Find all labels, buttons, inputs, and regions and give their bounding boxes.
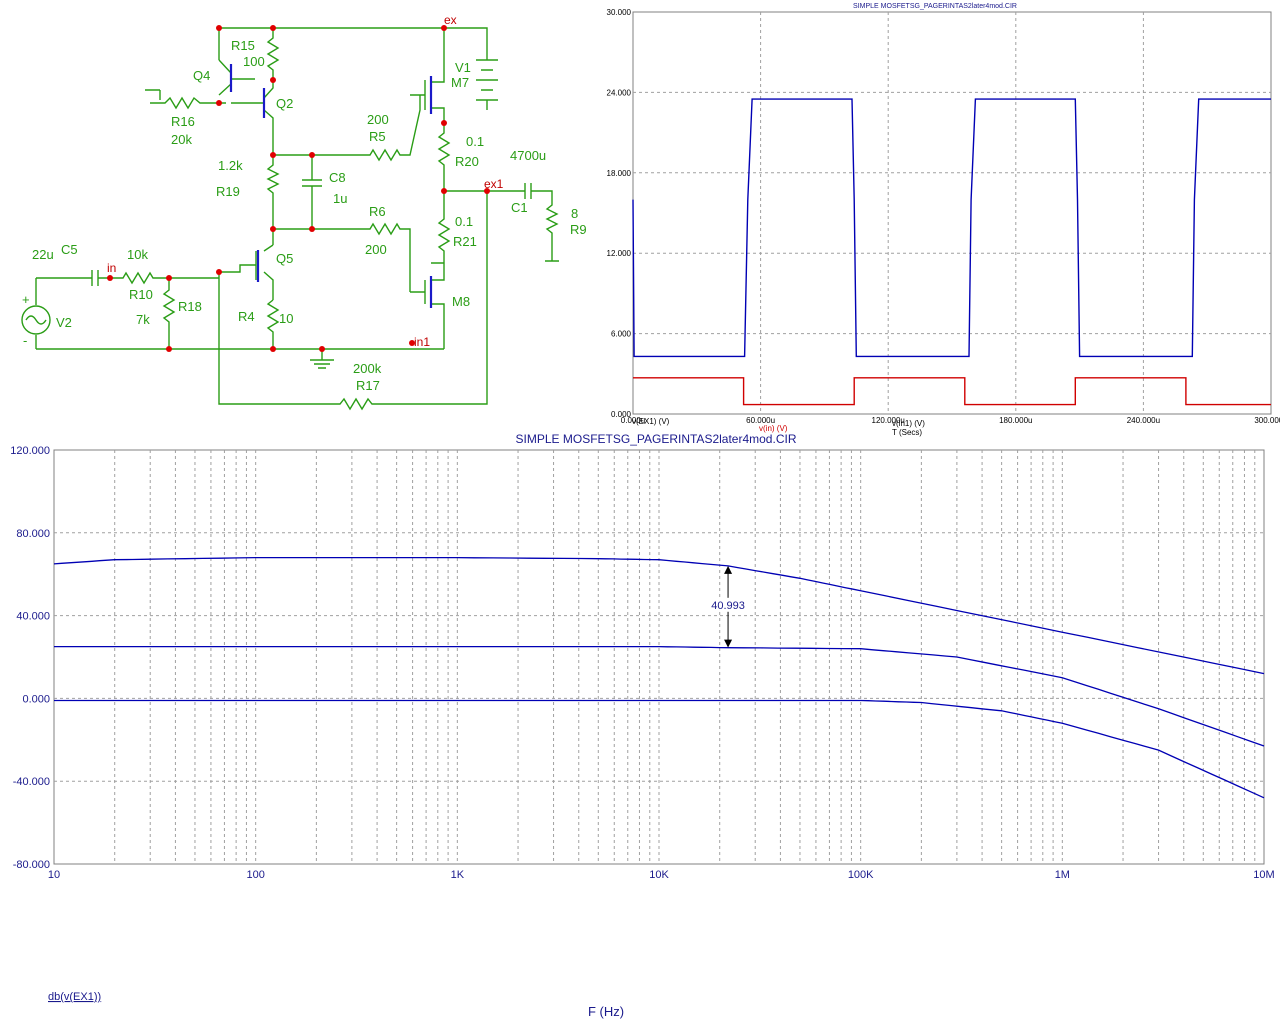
- legend-v-ex1: v(EX1) (V): [632, 417, 670, 426]
- marker-arrow-bottom: [724, 639, 733, 648]
- transient-plot: SIMPLE MOSFETSG_PAGERINTAS2later4mod.CIR…: [607, 3, 1280, 437]
- label-r19: R19: [216, 184, 240, 199]
- label-v2: V2: [56, 315, 72, 330]
- label-r5-value: 200: [367, 112, 389, 127]
- node-in: in: [107, 261, 116, 275]
- bode-x-tick: 10: [48, 869, 60, 881]
- label-v1: V1: [455, 60, 471, 75]
- wires: [21, 27, 559, 411]
- trace-unity-gain: [54, 699, 1265, 799]
- transient-x-tick: 240.000u: [1127, 416, 1160, 425]
- transient-y-tick: 6.000: [611, 330, 632, 339]
- label-q2: Q2: [276, 96, 293, 111]
- label-m7: M7: [451, 75, 469, 90]
- label-r9-value: 8: [571, 206, 578, 221]
- node-in1: in1: [414, 335, 430, 349]
- label-r6: R6: [369, 204, 386, 219]
- label-c8-value: 1u: [333, 191, 347, 206]
- label-r6-value: 200: [365, 242, 387, 257]
- junction-dots: [107, 25, 490, 352]
- bode-y-tick: -40.000: [13, 776, 50, 788]
- bode-y-tick: -80.000: [13, 859, 50, 871]
- trace-open-loop-gain: [53, 556, 1265, 675]
- bode-traces: [53, 556, 1265, 799]
- label-r5: R5: [369, 129, 386, 144]
- label-r16: R16: [171, 114, 195, 129]
- label-r4-value: 10: [279, 311, 293, 326]
- bode-x-tick: 100: [246, 869, 264, 881]
- label-c1: C1: [511, 200, 528, 215]
- transient-y-tick: 0.000: [611, 410, 632, 419]
- label-r15-value: 100: [243, 54, 265, 69]
- legend-v-in1: v(in1) (V): [892, 419, 925, 428]
- label-v2-plus: +: [22, 292, 30, 307]
- bode-tick-labels: 120.00080.00040.0000.000-40.000-80.00010…: [10, 445, 1274, 881]
- trace-closed-loop-gain: [54, 645, 1265, 747]
- trace-v-ex1: [632, 98, 1271, 358]
- gain-marker: 40.993: [710, 565, 747, 648]
- label-r20: R20: [455, 154, 479, 169]
- label-c1-value: 4700u: [510, 148, 546, 163]
- bode-x-label: F (Hz): [588, 1004, 624, 1019]
- marker-label-bg: [710, 597, 747, 612]
- label-r18-value: 7k: [136, 312, 150, 327]
- label-r10: R10: [129, 287, 153, 302]
- bode-grid: [53, 449, 1265, 865]
- label-r10-value: 10k: [127, 247, 148, 262]
- bode-x-tick: 100K: [848, 869, 874, 881]
- label-c8: C8: [329, 170, 346, 185]
- label-q4: Q4: [193, 68, 210, 83]
- label-c5-value: 22u: [32, 247, 54, 262]
- label-r15: R15: [231, 38, 255, 53]
- bode-y-tick: 40.000: [16, 611, 50, 623]
- label-r20-value: 0.1: [466, 134, 484, 149]
- bode-y-tick: 0.000: [22, 693, 50, 705]
- transient-frame: [632, 11, 1272, 415]
- bode-x-tick: 10K: [649, 869, 669, 881]
- label-r19-value: 1.2k: [218, 158, 243, 173]
- label-r17-value: 200k: [353, 361, 382, 376]
- device-symbols: [229, 64, 433, 308]
- transient-x-label: T (Secs): [892, 428, 922, 437]
- label-v2-minus: -: [23, 333, 27, 348]
- transient-grid: [632, 11, 1272, 415]
- transient-tick-labels: 30.000 24.000 18.000 12.000 6.000 0.0000.000u…: [607, 8, 1280, 425]
- marker-arrow-top: [724, 565, 733, 574]
- bode-y-tick: 120.000: [10, 445, 50, 457]
- bode-title: SIMPLE MOSFETSG_PAGERINTAS2later4mod.CIR: [516, 432, 797, 446]
- label-r18: R18: [178, 299, 202, 314]
- transient-x-tick: 0.000u: [621, 416, 645, 425]
- label-r17: R17: [356, 378, 380, 393]
- bode-x-tick: 10M: [1253, 869, 1274, 881]
- transient-y-tick: 12.000: [607, 249, 632, 258]
- transient-x-tick: 120.000u: [872, 416, 905, 425]
- transient-traces: [632, 98, 1271, 406]
- label-c5: C5: [61, 242, 78, 257]
- transient-x-tick: 60.000u: [746, 416, 775, 425]
- label-r4: R4: [238, 309, 255, 324]
- bode-x-tick: 1K: [451, 869, 465, 881]
- transient-y-tick: 30.000: [607, 8, 632, 17]
- marker-label: 40.993: [711, 600, 745, 612]
- node-ex: ex: [444, 13, 457, 27]
- label-r21: R21: [453, 234, 477, 249]
- label-r21-value: 0.1: [455, 214, 473, 229]
- transient-x-tick: 300.000u: [1254, 416, 1280, 425]
- label-m8: M8: [452, 294, 470, 309]
- bode-plot: SIMPLE MOSFETSG_PAGERINTAS2later4mod.CIR…: [10, 432, 1274, 1019]
- trace-v-in: [633, 377, 1271, 406]
- transient-x-tick: 180.000u: [999, 416, 1032, 425]
- label-r9: R9: [570, 222, 587, 237]
- transient-title: SIMPLE MOSFETSG_PAGERINTAS2later4mod.CIR: [853, 3, 1017, 10]
- transient-y-tick: 24.000: [607, 88, 632, 97]
- bode-x-tick: 1M: [1055, 869, 1070, 881]
- node-ex1: ex1: [484, 177, 504, 191]
- bode-trace-label: db(v(EX1)): [48, 991, 101, 1003]
- label-q5: Q5: [276, 251, 293, 266]
- legend-v-in: v(in) (V): [759, 424, 788, 433]
- bode-y-tick: 80.000: [16, 528, 50, 540]
- circuit-schematic: R15 100 Q4 Q2 R16 20k 1.2k R19 C8 1u 200…: [21, 13, 587, 411]
- label-r16-value: 20k: [171, 132, 192, 147]
- transient-y-tick: 18.000: [607, 169, 632, 178]
